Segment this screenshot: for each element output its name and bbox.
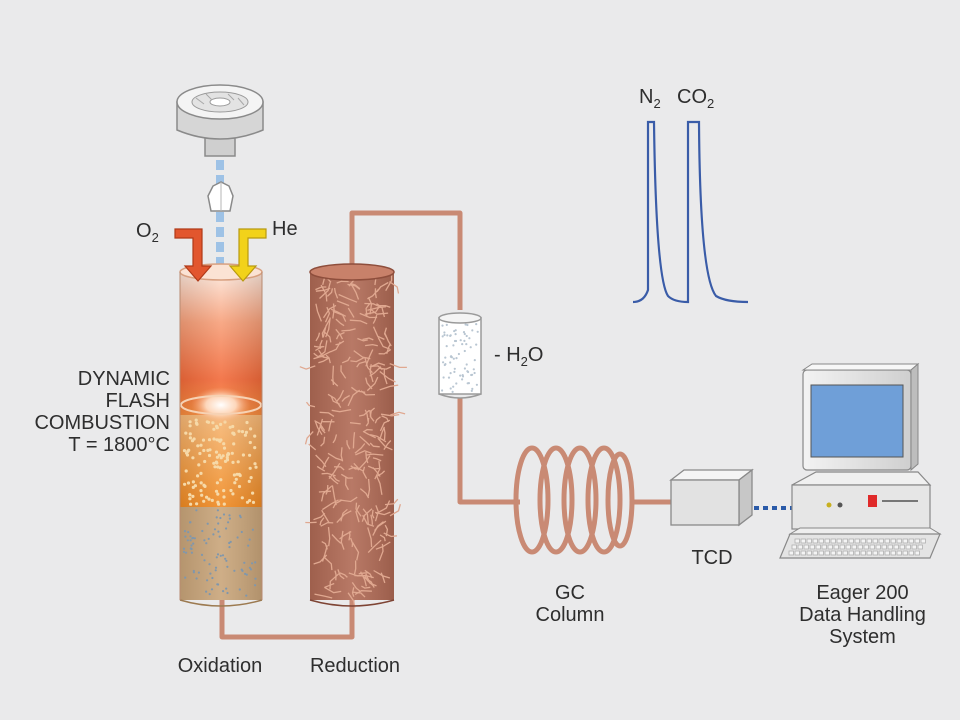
oxidation-packing xyxy=(182,418,258,506)
reduction-to-trap-tube xyxy=(349,210,463,310)
o2-arrow xyxy=(174,228,213,282)
he-label: He xyxy=(272,218,298,240)
combustion-label: DYNAMIC FLASH COMBUSTION T = 1800°C xyxy=(10,368,170,456)
combustion-line-1: DYNAMIC xyxy=(77,368,170,390)
o2-label: O2 xyxy=(136,220,159,245)
eager-line-3: System xyxy=(829,626,896,648)
sample-capsule-icon xyxy=(207,181,234,212)
gc-column-coil xyxy=(513,445,635,555)
tubing xyxy=(219,210,671,640)
he-arrow xyxy=(228,228,267,282)
keyboard-keys xyxy=(788,538,926,556)
gc-column-label: GC Column xyxy=(520,582,620,626)
water-trap xyxy=(438,312,482,399)
eager-line-2: Data Handling xyxy=(799,604,926,626)
peak-co2-label: CO2 xyxy=(677,86,715,111)
peak-n2-label: N2 xyxy=(639,86,661,111)
tcd-detector xyxy=(669,468,754,527)
autosampler-icon xyxy=(176,84,264,157)
combustion-line-2: FLASH xyxy=(105,390,170,412)
gc-column-line-2: Column xyxy=(535,604,605,626)
water-removal-label: - H2O xyxy=(494,344,544,369)
reduction-column xyxy=(299,263,407,608)
oxidation-label: Oxidation xyxy=(177,655,263,677)
trap-to-gc-tube xyxy=(457,398,520,505)
trap-packing xyxy=(441,323,479,393)
reduction-packing xyxy=(299,272,407,608)
gc-column-line-1: GC xyxy=(555,582,585,604)
reduction-label: Reduction xyxy=(309,655,401,677)
chromatogram xyxy=(632,120,749,304)
eager-line-1: Eager 200 xyxy=(816,582,909,604)
oxidation-packing-lower xyxy=(182,509,257,597)
oxidation-column xyxy=(179,263,263,607)
computer-icon xyxy=(779,362,942,559)
tcd-label: TCD xyxy=(691,547,733,569)
combustion-line-3: COMBUSTION xyxy=(34,412,170,434)
eager-label: Eager 200 Data Handling System xyxy=(780,582,945,648)
combustion-line-4: T = 1800°C xyxy=(68,434,170,456)
oxidation-to-reduction-tube xyxy=(219,600,355,640)
